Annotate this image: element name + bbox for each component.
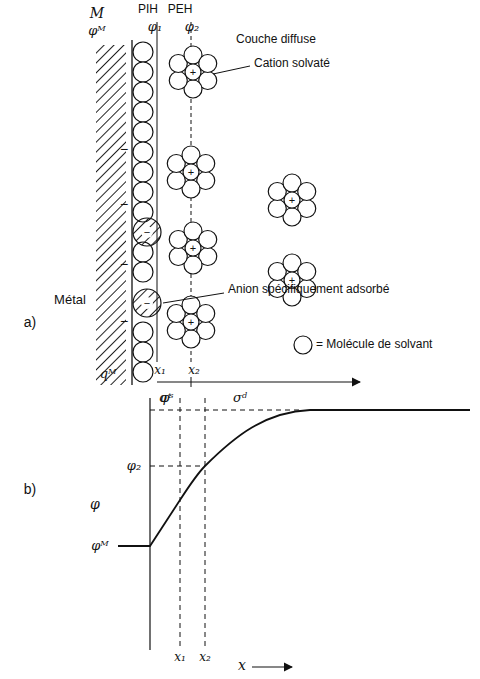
solvent-molecule xyxy=(183,314,199,330)
potential-label: φˢ xyxy=(160,391,173,405)
adsorbed-anion xyxy=(133,289,161,317)
solvent-molecule xyxy=(133,142,153,162)
callout-label: Cation solvaté xyxy=(254,57,330,70)
anion-core xyxy=(141,226,153,238)
solvent-molecule xyxy=(133,362,153,382)
solvent-molecule xyxy=(197,155,215,173)
position-label: x₂ xyxy=(188,364,200,377)
panel-letter: a) xyxy=(24,315,36,330)
leader-line xyxy=(213,66,250,74)
x2-dashed xyxy=(205,398,206,650)
metal-symbol: M xyxy=(90,6,104,21)
solvent-molecule xyxy=(298,263,316,281)
solvent-molecule xyxy=(199,55,217,73)
potential-label: φ₁ xyxy=(148,20,162,34)
position-label: x₁ xyxy=(154,364,166,377)
plane-name: PEH xyxy=(168,3,193,16)
cation-charge: + xyxy=(289,194,295,206)
cation-charge: + xyxy=(190,242,196,254)
adsorbed-anion xyxy=(133,218,161,246)
solvent-molecule xyxy=(298,183,316,201)
potential-curve xyxy=(118,410,470,546)
solvent-molecule xyxy=(133,162,153,182)
cation-charge: + xyxy=(188,316,194,328)
solvent-molecule xyxy=(185,240,201,256)
tick xyxy=(191,377,192,387)
solvent-molecule xyxy=(169,248,187,266)
cation-charge: + xyxy=(190,66,196,78)
callout-label: Anion spécifiquement adsorbé xyxy=(228,283,389,296)
surface-charge: − xyxy=(120,197,128,212)
solvent-molecule xyxy=(167,322,185,340)
x-arrow xyxy=(252,666,292,667)
solvent-molecules xyxy=(133,42,316,382)
solvent-molecule xyxy=(133,42,153,62)
cation-charge: + xyxy=(188,166,194,178)
solvent-molecule xyxy=(167,172,185,190)
solvent-molecule xyxy=(133,182,153,202)
solvent-molecule xyxy=(133,102,153,122)
cation-charge: + xyxy=(289,274,295,286)
solvent-molecule xyxy=(199,231,217,249)
solvent-molecule xyxy=(133,62,153,82)
legend-text: = Molécule de solvant xyxy=(316,338,432,351)
metal-hatching xyxy=(96,45,126,385)
potential-label: φ₂ xyxy=(127,459,141,473)
surface-charge: − xyxy=(120,314,128,329)
solvent-molecule xyxy=(284,192,300,208)
potential-label: φᴹ xyxy=(91,539,109,553)
x1-dashed xyxy=(180,398,181,650)
axis-label: x xyxy=(238,658,246,673)
legend-sample xyxy=(294,336,312,354)
solvent-molecule xyxy=(133,262,153,282)
solvent-molecule xyxy=(133,342,153,362)
y-axis xyxy=(149,398,150,650)
charge-label: σᵈ xyxy=(233,391,247,405)
phi-s-dashed xyxy=(150,410,300,411)
region-label: Couche diffuse xyxy=(236,33,316,46)
surface-charge: − xyxy=(120,142,128,157)
solvent-molecule xyxy=(183,164,199,180)
solvent-molecule xyxy=(185,64,201,80)
solvent-molecule xyxy=(268,200,286,218)
anion-charge: − xyxy=(144,226,150,238)
region-label: Métal xyxy=(54,293,86,307)
metal-potential: φᴹ xyxy=(88,24,106,38)
plane-name: PIH xyxy=(138,3,158,16)
position-label: x₁ xyxy=(174,651,186,664)
phi2-dashed xyxy=(150,466,205,467)
charge-label: qᴹ xyxy=(100,367,117,381)
solvent-molecule xyxy=(133,82,153,102)
anion-charge: − xyxy=(144,297,150,309)
panel-letter: b) xyxy=(24,482,36,497)
solvent-molecule xyxy=(169,72,187,90)
potential-label: φ₂ xyxy=(185,20,199,34)
solvent-molecule xyxy=(133,322,153,342)
anion-core xyxy=(141,297,153,309)
leader-line xyxy=(163,293,224,303)
solvent-molecule xyxy=(133,122,153,142)
x-arrow xyxy=(157,381,360,382)
axis-label: φ xyxy=(90,497,100,512)
surface-charge: − xyxy=(120,257,128,272)
solvent-molecule xyxy=(197,305,215,323)
position-label: x₂ xyxy=(199,651,211,664)
